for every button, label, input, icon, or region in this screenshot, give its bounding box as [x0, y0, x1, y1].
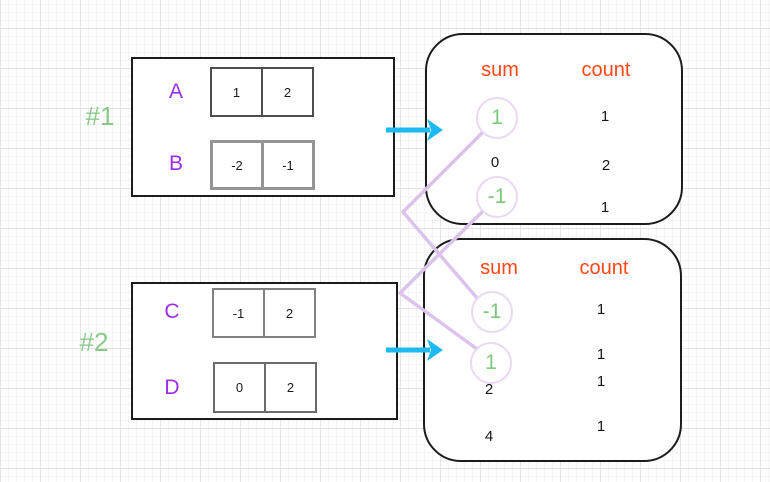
array-b-label: B	[168, 152, 183, 175]
result-2-sum-header: sum	[480, 257, 518, 279]
result-2-sum-value-highlighted: -1	[482, 300, 502, 323]
array-d-cell-1: 2	[264, 364, 315, 411]
result-1-count-value: 2	[601, 157, 611, 174]
result-2-sum-value: 4	[484, 428, 494, 445]
result-2-sum-value-highlighted: 1	[485, 351, 497, 374]
result-1-count-header: count	[581, 59, 631, 81]
example-1-label: #1	[85, 101, 115, 131]
array-b-cell-1: -1	[261, 143, 312, 187]
result-1-sum-value-highlighted: 1	[491, 106, 503, 129]
array-b-cells: -2 -1	[210, 140, 315, 190]
array-c-label: C	[164, 300, 180, 323]
array-a-cells: 1 2	[210, 67, 314, 117]
example-2-label: #2	[79, 327, 109, 357]
array-d-label: D	[164, 376, 180, 399]
result-2-count-header: count	[579, 257, 629, 279]
result-1-sum-value-highlighted: -1	[487, 185, 507, 208]
array-c-cells: -1 2	[212, 288, 316, 338]
array-d-cell-0: 0	[215, 364, 264, 411]
result-1-count-value: 1	[600, 199, 610, 216]
result-1-sum-value: 0	[490, 154, 500, 171]
result-2-count-value: 1	[596, 418, 606, 435]
result-1-count-value: 1	[600, 108, 610, 125]
result-2-count-value: 1	[596, 373, 606, 390]
array-d-cells: 0 2	[213, 362, 317, 413]
result-2-count-value: 1	[596, 346, 606, 363]
array-a-cell-0: 1	[212, 69, 261, 115]
array-a-cell-1: 2	[261, 69, 312, 115]
result-1-sum-header: sum	[481, 59, 519, 81]
result-2-count-value: 1	[596, 301, 606, 318]
array-c-cell-0: -1	[214, 290, 263, 336]
array-a-label: A	[168, 80, 183, 103]
array-b-cell-0: -2	[213, 143, 261, 187]
array-c-cell-1: 2	[263, 290, 314, 336]
result-2-sum-value: 2	[484, 381, 494, 398]
